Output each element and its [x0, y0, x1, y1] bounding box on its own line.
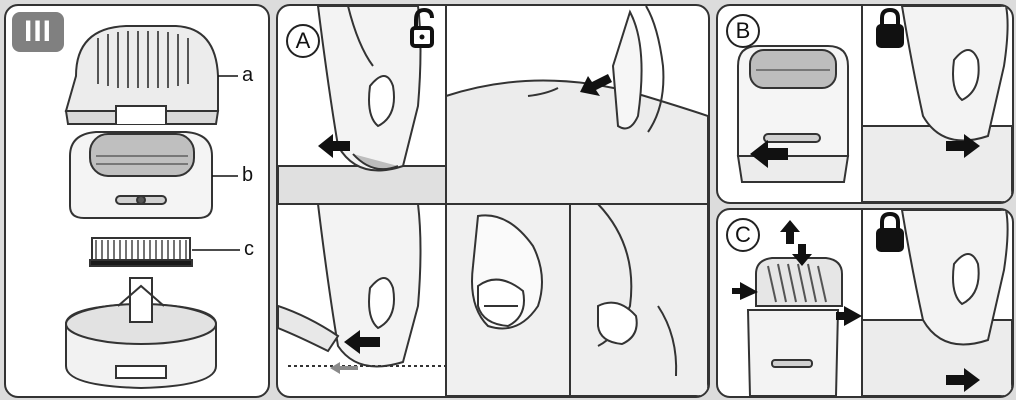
leg-shaving-scene [445, 6, 708, 205]
section-badge: III [12, 12, 64, 52]
step-b-panel: B [716, 4, 1014, 204]
step-label-a: A [286, 24, 320, 58]
part-label-c: c [244, 238, 254, 260]
part-label-a: a [242, 64, 254, 86]
step-a-illustration [278, 6, 708, 396]
arrow-icon [330, 362, 358, 374]
part-label-b: b [242, 164, 254, 186]
arrow-icon [318, 134, 350, 158]
parts-illustration [64, 25, 240, 390]
arrow-icon [580, 74, 612, 96]
arrow-icon [750, 134, 980, 168]
angle-check-scene [278, 6, 447, 205]
step-label-b: B [726, 14, 760, 48]
step-c-illustration [732, 210, 1012, 396]
hair-length-scene [278, 203, 446, 368]
locked-padlock-icon [876, 211, 904, 252]
comb-cap-a [64, 25, 220, 125]
shaver-head-b [69, 131, 213, 219]
bikini-shaving-scene [569, 203, 708, 396]
face-shaving-scene [445, 203, 571, 396]
step-b-illustration [736, 6, 1012, 202]
appliance-base [65, 277, 217, 390]
locked-padlock-icon [876, 7, 904, 48]
parts-panel: III [4, 4, 270, 398]
arrow-icon [732, 220, 980, 392]
unlocked-padlock-icon [410, 7, 434, 48]
step-c-panel: C [716, 208, 1014, 398]
step-a-panel: A [276, 4, 710, 398]
arrow-icon [344, 330, 380, 354]
cutter-c [89, 237, 193, 267]
step-label-c: C [726, 218, 760, 252]
